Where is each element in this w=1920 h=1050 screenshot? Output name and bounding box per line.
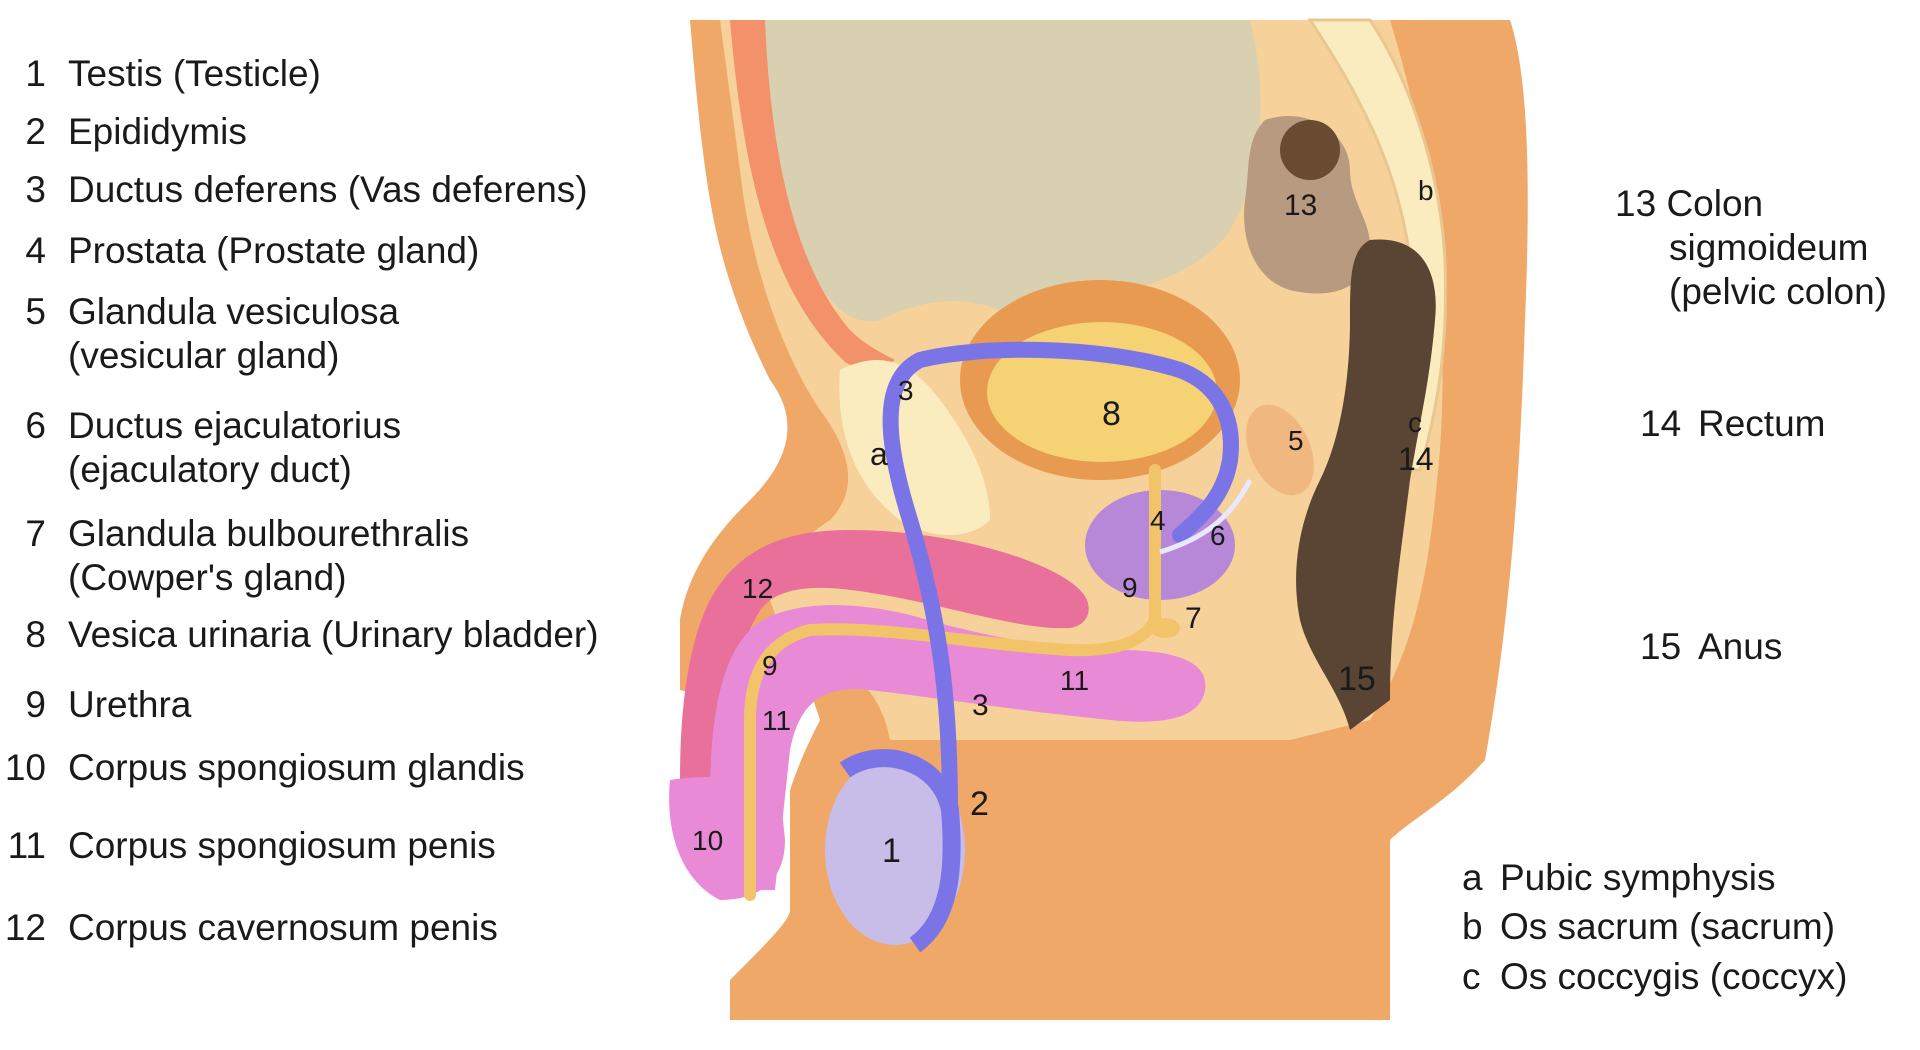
legend-subtext: (vesicular gland) (68, 335, 340, 376)
testis (825, 755, 965, 945)
legend-number: 4 (25, 230, 46, 271)
legend-number: 9 (25, 684, 46, 725)
label-spongiosum-shaft: 11 (762, 705, 791, 736)
legend-number: 11 (7, 825, 46, 866)
legend-letter: c (1462, 956, 1481, 997)
legend-text: Glandula bulbourethralis (68, 513, 470, 554)
label-cowper: 7 (1185, 602, 1202, 635)
legend-number: 8 (25, 614, 46, 655)
legend-text: Colon (1666, 183, 1764, 224)
label-vas-lower: 3 (972, 689, 989, 722)
label-spongiosum-base: 11 (1060, 665, 1089, 696)
label-urethra-penile: 9 (762, 650, 778, 681)
legend-item-rectum: 14 Rectum (1640, 402, 1825, 446)
legend-text: Epididymis (68, 111, 247, 152)
legend-number: 5 (25, 291, 46, 332)
label-prostate: 4 (1150, 505, 1166, 536)
label-colon: 13 (1284, 189, 1317, 222)
legend-text-block: Ductus ejaculatorius (ejaculatory duct) (68, 404, 401, 492)
legend-number: 15 (1640, 626, 1682, 667)
legend-subtext: (Cowper's gland) (68, 557, 347, 598)
legend-text: Vesica urinaria (Urinary bladder) (68, 614, 599, 655)
label-ejaculatory-duct: 6 (1210, 520, 1226, 551)
legend-text-block: Glandula vesiculosa (vesicular gland) (68, 290, 399, 378)
legend-text: Anus (1698, 626, 1783, 667)
vesicular-gland (1246, 404, 1314, 496)
abdominal-cavity (760, 20, 1261, 322)
legend-text: Rectum (1698, 403, 1826, 444)
ejaculatory-duct (1159, 478, 1253, 555)
label-sacrum: b (1418, 175, 1434, 206)
legend-number: 7 (25, 513, 46, 554)
left-legend: 1 Testis (Testicle) 2 Epididymis 3 Ductu… (0, 0, 700, 1050)
label-rectum: 14 (1398, 441, 1434, 477)
legend-number: 2 (25, 111, 46, 152)
legend-text: Prostata (Prostate gland) (68, 230, 480, 271)
legend-number: 1 (25, 53, 46, 94)
legend-text: Corpus spongiosum penis (68, 825, 496, 866)
label-testis: 1 (882, 832, 901, 870)
legend-letter-coccyx: c Os coccygis (coccyx) (1462, 955, 1847, 999)
legend-letter-pubic: a Pubic symphysis (1462, 856, 1776, 900)
corpus-cavernosum (680, 530, 1089, 780)
colon (1244, 116, 1370, 294)
legend-number: 13 (1615, 183, 1657, 224)
legend-letter: b (1462, 906, 1483, 947)
legend-item-anus: 15 Anus (1640, 625, 1782, 669)
label-vas-upper: 3 (898, 375, 914, 406)
label-pubic: a (870, 436, 888, 472)
legend-text: Pubic symphysis (1500, 857, 1776, 898)
vas-deferens (882, 341, 1239, 818)
legend-text: Corpus spongiosum glandis (68, 747, 525, 788)
label-anus: 15 (1338, 660, 1376, 698)
legend-number: 12 (4, 907, 46, 948)
legend-text: Os sacrum (sacrum) (1500, 906, 1836, 947)
urethra (744, 464, 1161, 901)
rectum (1296, 239, 1436, 730)
legend-text-block: Glandula bulbourethralis (Cowper's gland… (68, 512, 469, 600)
abdominal-wall (730, 20, 895, 369)
pubic-symphysis (839, 360, 990, 535)
legend-text: Ductus deferens (Vas deferens) (68, 169, 588, 210)
legend-text: Testis (Testicle) (68, 53, 321, 94)
anatomy-diagram: 1 2 3 3 4 5 6 7 8 9 9 10 11 11 12 13 14 … (669, 18, 1528, 1020)
label-urethra-prostatic: 9 (1122, 572, 1138, 603)
label-bladder: 8 (1102, 395, 1121, 433)
label-vesicular-gland: 5 (1288, 425, 1304, 456)
legend-text: Glandula vesiculosa (68, 291, 400, 332)
legend-text: Os coccygis (coccyx) (1500, 956, 1848, 997)
legend-number: 10 (4, 747, 46, 788)
corpus-spongiosum (710, 605, 1206, 890)
legend-letter: a (1462, 857, 1483, 898)
legend-text: Ductus ejaculatorius (68, 405, 402, 446)
label-glans: 10 (692, 825, 723, 856)
legend-item-colon: 13 Colon sigmoideum (pelvic colon) (1615, 182, 1887, 314)
label-coccyx: c (1408, 407, 1422, 438)
legend-number: 14 (1640, 403, 1682, 444)
legend-number: 3 (25, 169, 46, 210)
colon-lumen (1280, 120, 1340, 180)
legend-number: 6 (25, 405, 46, 446)
glans (669, 777, 785, 900)
legend-text: Urethra (68, 684, 192, 725)
legend-letter-sacrum: b Os sacrum (sacrum) (1462, 905, 1835, 949)
legend-subtext: sigmoideum (1669, 227, 1869, 268)
label-cavernosum: 12 (742, 573, 773, 604)
legend-text: Corpus cavernosum penis (68, 907, 498, 948)
legend-subtext: (ejaculatory duct) (68, 449, 352, 490)
legend-subtext: (pelvic colon) (1669, 271, 1887, 312)
label-epididymis: 2 (970, 785, 989, 823)
